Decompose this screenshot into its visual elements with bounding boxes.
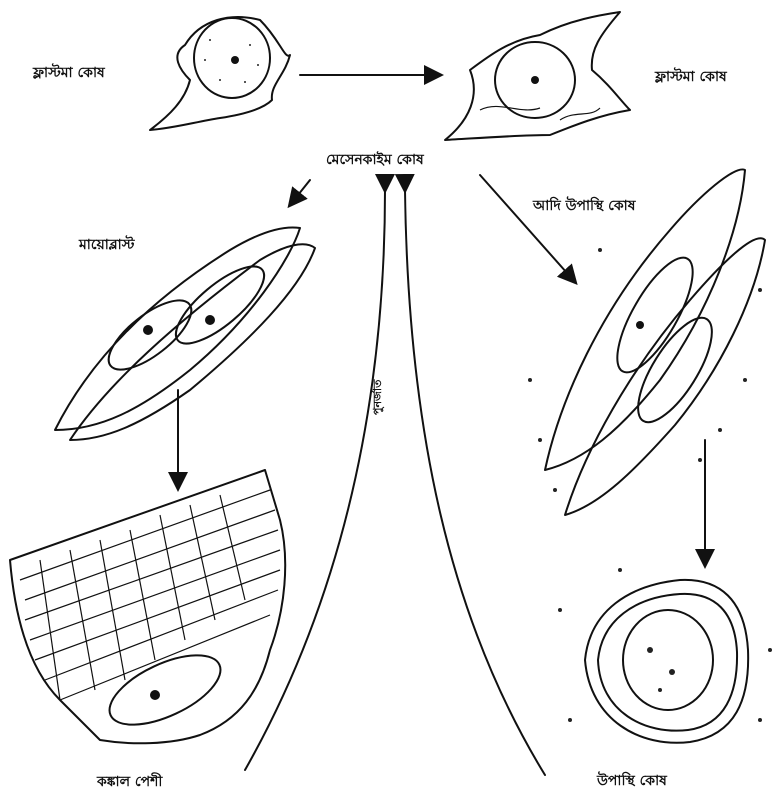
prechondrocyte-cells bbox=[528, 169, 765, 515]
label-prechondrocyte: আদি উপাস্থি কোষ bbox=[533, 199, 635, 213]
fibroblast-cell-right bbox=[445, 12, 630, 140]
chondrocyte-cell bbox=[558, 568, 772, 743]
label-mesenchymal: মেসেনকাইম কোষ bbox=[326, 153, 424, 167]
fibroblast-cell-left bbox=[150, 17, 290, 130]
label-fibroblast-left: ফ্লাস্টমা কোষ bbox=[33, 66, 105, 80]
arrow-to-myoblast bbox=[290, 180, 310, 205]
skeletal-muscle-fiber bbox=[10, 470, 285, 743]
label-skeletal-muscle: কঙ্কাল পেশী bbox=[97, 775, 162, 789]
label-myoblast: মায়োব্লাস্ট bbox=[79, 238, 134, 252]
myoblast-cells bbox=[55, 227, 315, 440]
label-fibroblast-right: ফ্লাস্টমা কোষ bbox=[655, 70, 727, 84]
label-vertical: পুনর্জাত bbox=[372, 380, 383, 415]
arrow-to-prechondrocyte bbox=[480, 175, 575, 282]
curve-right-up bbox=[405, 190, 545, 775]
curve-left-up bbox=[245, 190, 385, 770]
label-chondrocyte: উপাস্থি কোষ bbox=[597, 774, 667, 788]
